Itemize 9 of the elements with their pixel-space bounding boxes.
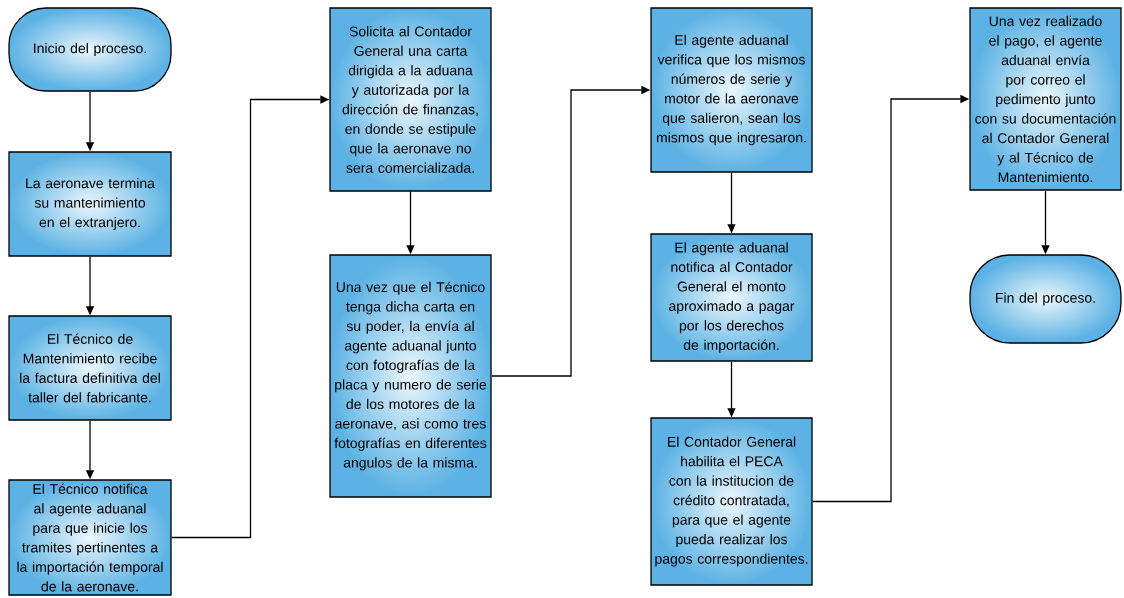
process-box: El agente aduanal notifica al Contador General el monto aproximado a pagar por los derechos de importación. <box>650 233 813 362</box>
process-box: Una vez que el Técnico tenga dicha carta en su poder, la envía al agente aduanal junto con fotografías de la placa y numero de serie de los motores de la aeronave, asi como tres fotografías en diferentes angulos de la misma. <box>329 254 492 498</box>
process-box: Solicita al Contador General una carta dirigida a la aduana y autorizada por la dirección de finanzas, en donde se estipule que la aeronave no sera comercializada. <box>329 7 492 192</box>
process-box: El Contador General habilita el PECA con la institucion de crédito contratada, para que el agente pueda realizar los pagos correspondientes. <box>650 417 813 586</box>
process-box: El Técnico de Mantenimiento recibe la factura definitiva del taller del fabricante. <box>8 315 172 421</box>
process-box: La aeronave termina su mantenimiento en el extranjero. <box>8 151 172 257</box>
process-box: El Técnico notifica al agente aduanal para que inicie los tramites pertinentes a la importación temporal de la aeronave. <box>8 479 172 596</box>
process-box: El agente aduanal verifica que los mismos números de serie y motor de la aeronave que salieron, sean los mismos que ingresaron. <box>650 7 813 173</box>
process-box: Una vez realizado el pago, el agente aduanal envía por correo el pedimento junto con su documentación al Contador General y al Técnico de Mantenimiento. <box>969 7 1122 191</box>
